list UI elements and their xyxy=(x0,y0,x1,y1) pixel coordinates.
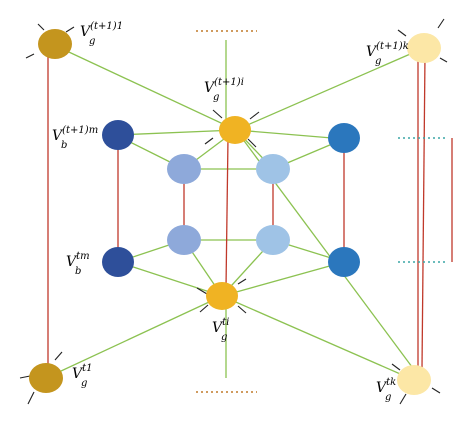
tick xyxy=(212,109,223,119)
label-main: V xyxy=(366,44,378,60)
tick xyxy=(237,278,247,285)
label-sup: ti xyxy=(222,317,229,328)
label-g-t1-k: V(t+1)k xyxy=(366,41,409,60)
edge-b3-gti xyxy=(117,261,223,297)
tick xyxy=(399,393,407,405)
tick xyxy=(204,137,214,145)
label-b-t1-m: V(t+1)m xyxy=(52,125,98,144)
label-g-t-k: Vtk xyxy=(376,377,396,396)
node-g-t-1 xyxy=(29,363,63,393)
label-main: V xyxy=(212,320,224,336)
tick xyxy=(54,351,63,361)
label-sup: (t+1)1 xyxy=(90,21,123,32)
node-g-t1-i xyxy=(219,116,251,144)
tick xyxy=(196,287,208,295)
label-main: V xyxy=(80,24,92,40)
nodes xyxy=(29,29,441,395)
dotted-lines xyxy=(196,30,446,393)
edge-gk-gi-top xyxy=(235,47,425,131)
edge-gi-b2 xyxy=(235,129,345,140)
node-b-t1-m xyxy=(102,120,134,150)
edge-b4-gti xyxy=(221,261,345,297)
tick xyxy=(237,305,247,314)
node-g-t-k xyxy=(397,365,431,395)
edge-b1-gi xyxy=(115,129,237,136)
tick xyxy=(431,387,441,394)
tick xyxy=(391,363,401,371)
node-g-t1-k xyxy=(407,33,441,63)
label-b-t-m: Vtm xyxy=(66,251,90,270)
tick xyxy=(19,375,31,379)
label-sup: (t+1)m xyxy=(62,125,98,136)
node-c3 xyxy=(167,225,201,255)
node-g-t1-1 xyxy=(38,29,72,59)
tick xyxy=(37,23,45,31)
label-g-t1-1: V(t+1)1 xyxy=(80,21,123,40)
label-g-t-k-sub: g xyxy=(385,392,391,403)
label-main: V xyxy=(72,366,84,382)
tick xyxy=(437,18,445,29)
label-main: V xyxy=(52,128,64,144)
label-g-t-i-sub: g xyxy=(221,332,227,343)
tick xyxy=(397,29,407,37)
edge-g11-gi-top xyxy=(55,45,237,131)
label-g-t1-k-sub: g xyxy=(375,56,381,67)
red-edges xyxy=(47,50,453,372)
label-sup: (t+1)k xyxy=(376,41,409,52)
label-g-t-1: Vt1 xyxy=(72,363,93,382)
label-sup: tm xyxy=(76,251,90,262)
tick xyxy=(247,138,257,148)
node-b-t-m xyxy=(102,247,134,277)
node-b-t1-right xyxy=(328,123,360,153)
edge-g11-gi-bottom xyxy=(45,295,223,379)
node-c2 xyxy=(256,154,290,184)
tick xyxy=(25,53,35,59)
label-main: V xyxy=(376,380,388,396)
edge-gk-gi-bottom xyxy=(221,295,415,381)
label-main: V xyxy=(66,254,78,270)
label-sup: (t+1)i xyxy=(214,77,244,88)
tick xyxy=(439,57,448,63)
edge-red-right-2 xyxy=(421,54,426,369)
tick xyxy=(199,304,209,313)
edge-red-center xyxy=(225,137,229,289)
node-b-t-right xyxy=(328,247,360,277)
node-tick-marks xyxy=(19,18,448,405)
label-g-t1-i-sub: g xyxy=(213,92,219,103)
label-b-t1-m-sub: b xyxy=(61,140,67,151)
label-b-t-m-sub: b xyxy=(75,266,81,277)
node-g-t-i xyxy=(206,282,238,310)
node-labels: V(t+1)1 g V(t+1)k g V(t+1)i g V(t+1)m b … xyxy=(52,21,409,403)
node-c4 xyxy=(256,225,290,255)
label-g-t1-1-sub: g xyxy=(89,36,95,47)
label-sup: t1 xyxy=(82,363,92,374)
label-g-t-1-sub: g xyxy=(81,378,87,389)
label-sup: tk xyxy=(386,377,396,388)
label-g-t1-i: V(t+1)i xyxy=(204,77,244,96)
label-main: V xyxy=(204,80,216,96)
green-edges xyxy=(45,40,425,381)
tick xyxy=(65,26,75,33)
label-g-t-i: Vti xyxy=(212,317,229,336)
tick xyxy=(27,391,35,405)
node-c1 xyxy=(167,154,201,184)
tick xyxy=(249,111,260,120)
